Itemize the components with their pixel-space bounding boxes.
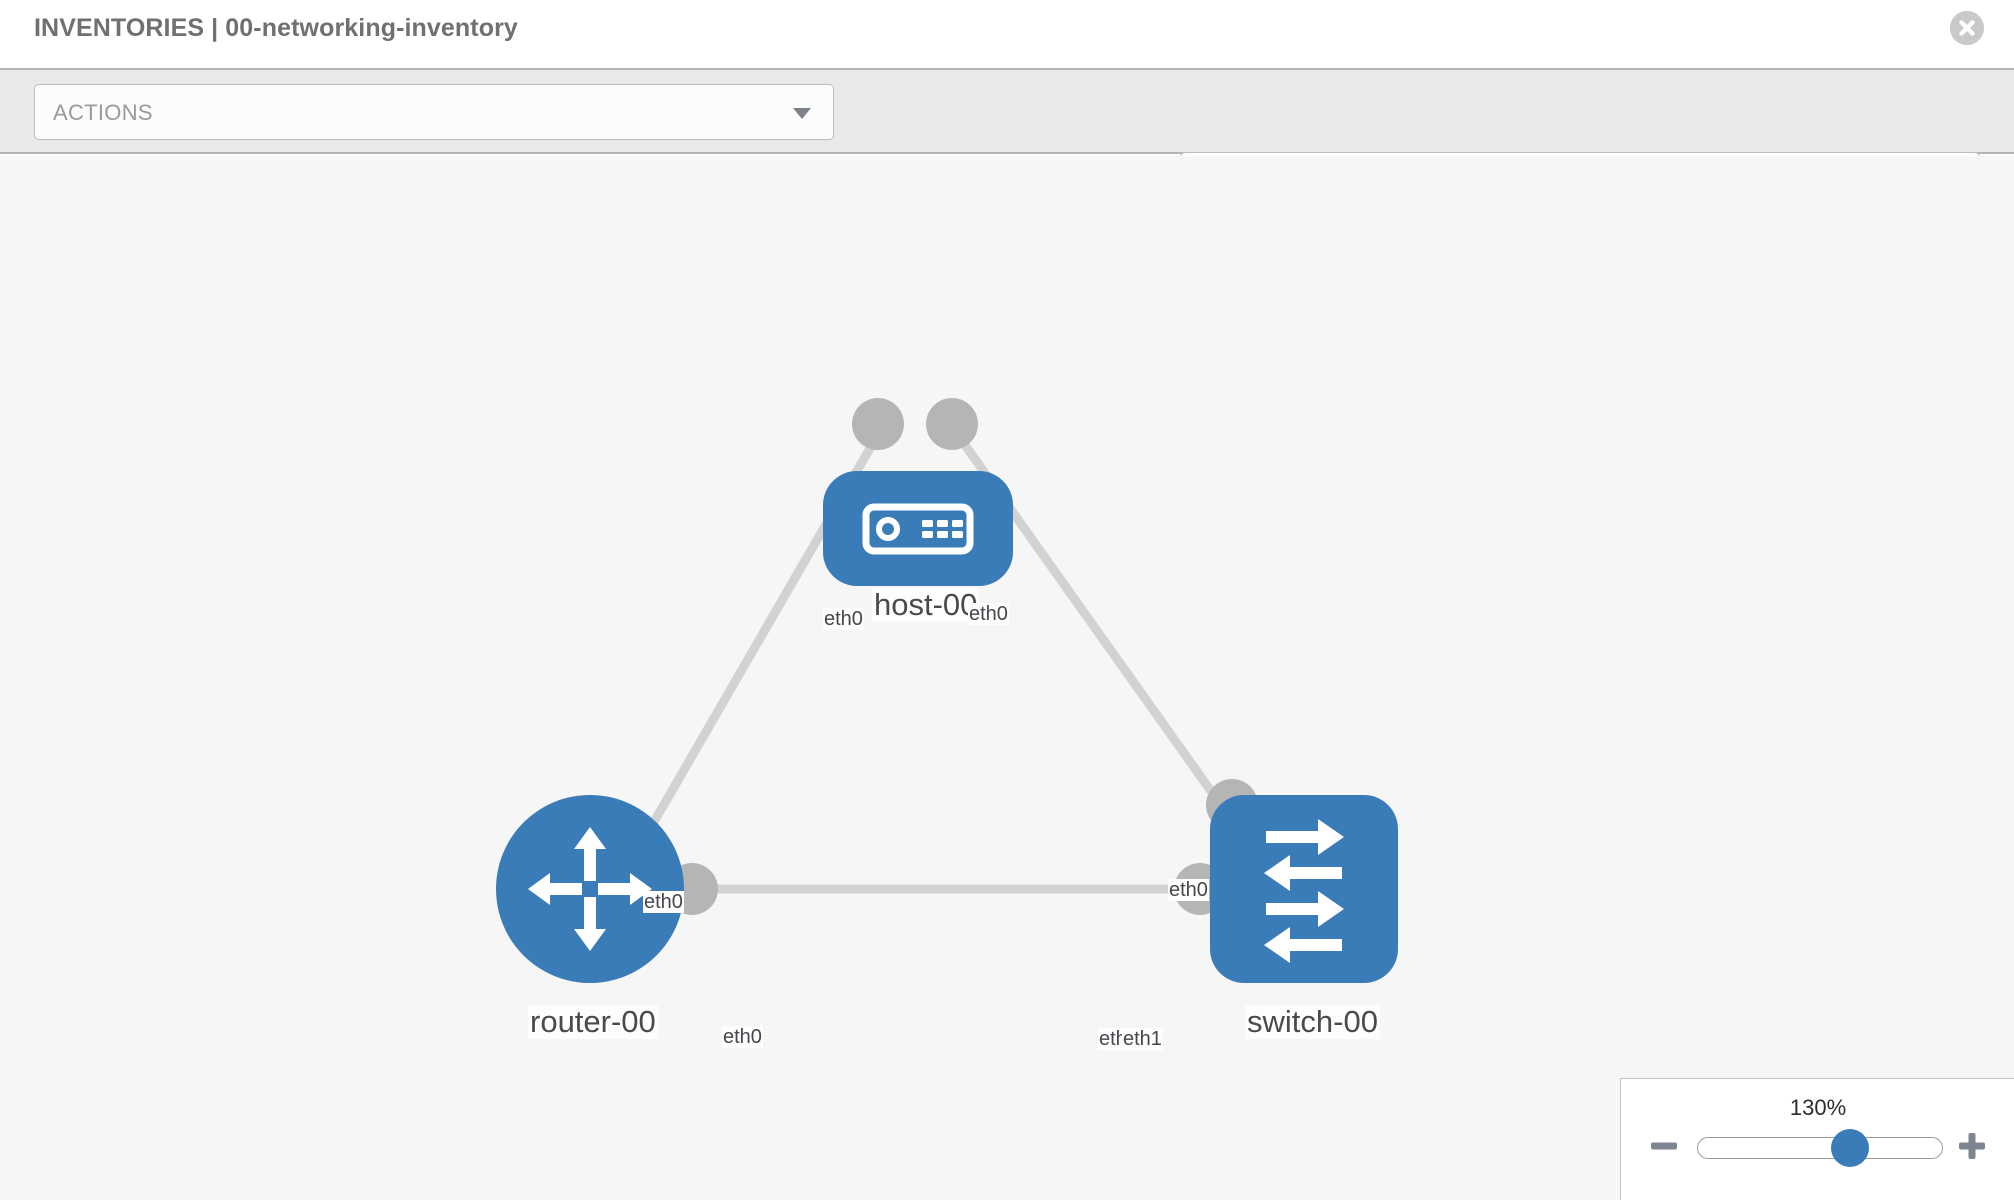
- node-label-host-00: host-00: [872, 587, 980, 623]
- zoom-level-value: 130%: [1789, 1095, 1847, 1120]
- interface-dot-host-right: [926, 398, 978, 450]
- topology-graph: [496, 398, 1398, 983]
- chevron-down-icon: [793, 108, 811, 119]
- toolbar: ACTIONS SEARCH: [0, 68, 2014, 208]
- interface-label-switch-eth0-occluded: eth: [1098, 1028, 1128, 1050]
- node-label-router-00: router-00: [528, 1004, 658, 1040]
- page-header: INVENTORIES | 00-networking-inventory: [0, 0, 2014, 68]
- page-title: INVENTORIES | 00-networking-inventory: [34, 14, 518, 42]
- node-label-switch-00: switch-00: [1245, 1004, 1380, 1040]
- actions-dropdown-label: ACTIONS: [53, 100, 153, 125]
- interface-dot-host-left: [852, 398, 904, 450]
- router-arrows-icon: [528, 827, 652, 951]
- zoom-slider[interactable]: [1697, 1137, 1943, 1159]
- zoom-slider-thumb[interactable]: [1830, 1129, 1869, 1167]
- plus-icon[interactable]: [1957, 1131, 1987, 1161]
- switch-arrows-icon: [1264, 819, 1344, 963]
- interface-label-router-eth0: eth0: [722, 1026, 763, 1048]
- interface-label-host-left: eth0: [823, 608, 864, 630]
- interface-label-host-right: eth0: [968, 603, 1009, 625]
- interface-label-router-uplink: eth0: [643, 891, 684, 913]
- actions-dropdown[interactable]: ACTIONS: [34, 84, 834, 140]
- interface-label-switch-uplink: eth0: [1168, 879, 1209, 901]
- node-host-00: [823, 471, 1013, 586]
- close-icon[interactable]: [1950, 11, 1984, 45]
- node-router-00: [496, 795, 684, 983]
- node-switch-00: [1210, 795, 1398, 983]
- topology-canvas[interactable]: host-00 router-00 switch-00 eth0 eth0 et…: [0, 156, 2014, 1200]
- zoom-control-panel: 130%: [1620, 1078, 2014, 1200]
- server-icon: [862, 503, 974, 555]
- minus-icon[interactable]: [1649, 1131, 1679, 1161]
- interface-label-switch-eth1: eth1: [1122, 1028, 1163, 1050]
